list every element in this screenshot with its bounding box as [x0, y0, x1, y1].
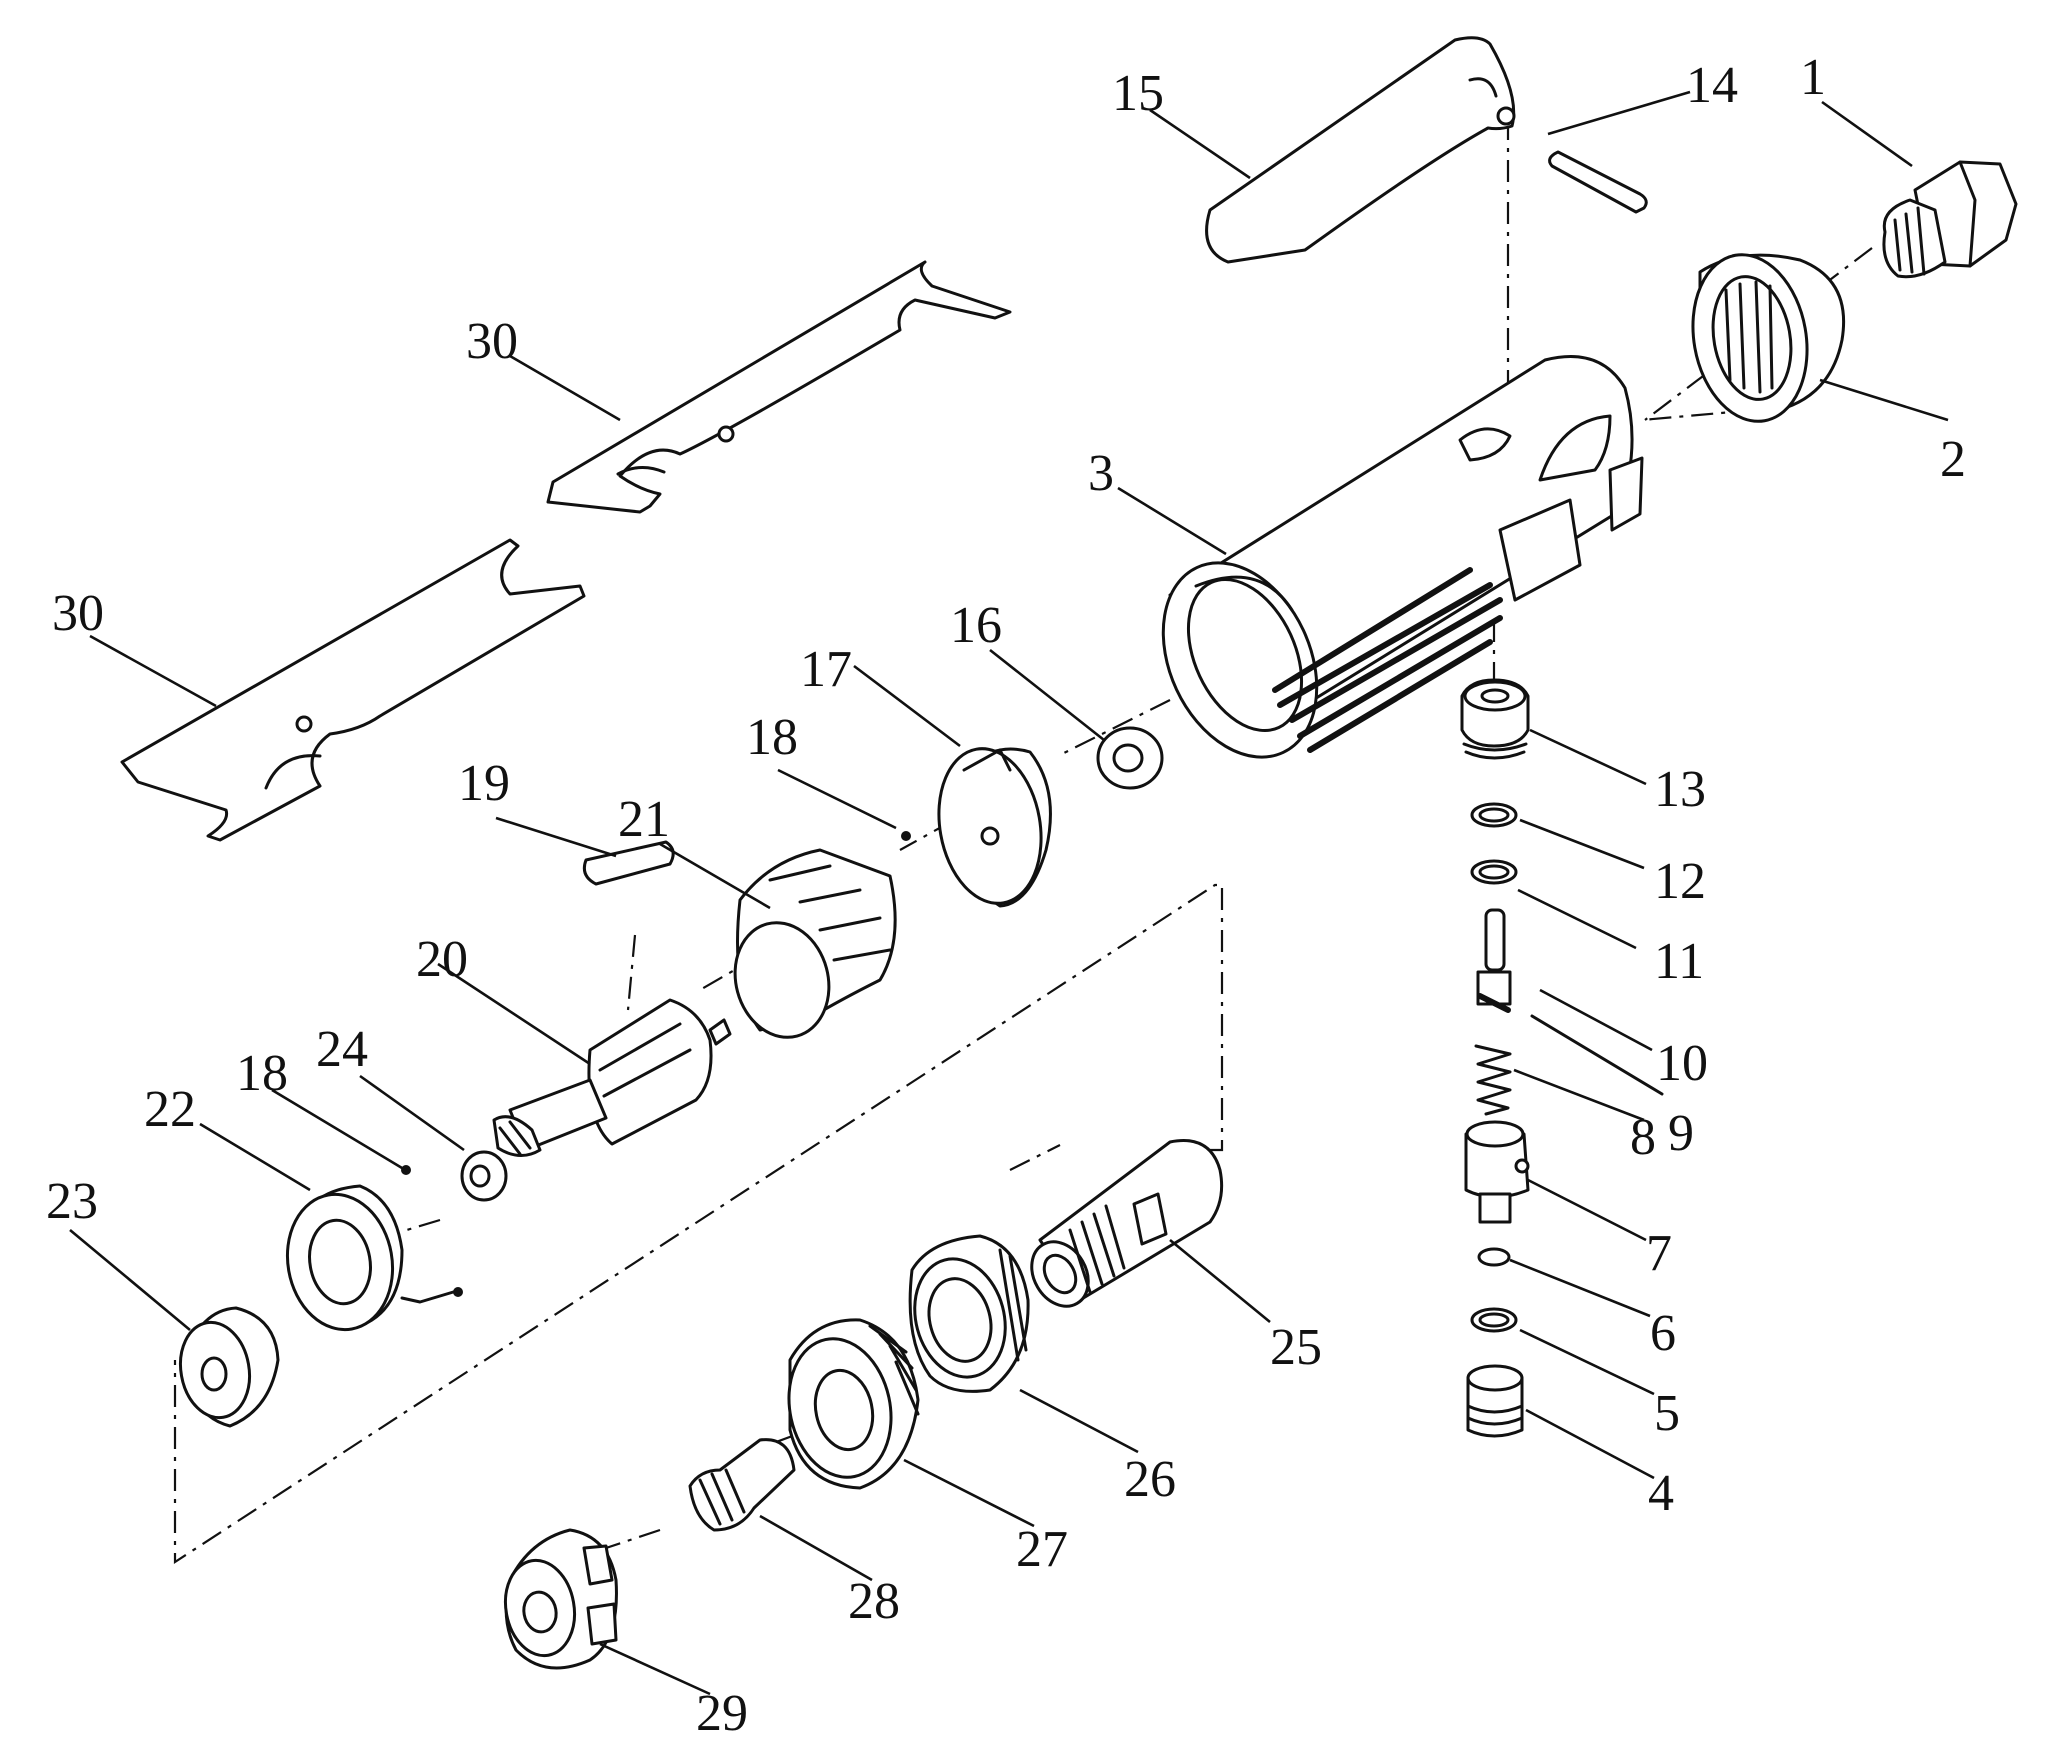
callout-label: 17 [800, 641, 852, 698]
part-17-cylinder [937, 747, 1052, 908]
part-18-dowel-pin [901, 831, 911, 841]
part-3-motor-housing [1161, 355, 1644, 759]
callout-label: 16 [950, 597, 1002, 654]
callout-label: 5 [1654, 1385, 1680, 1442]
part-21-rotor-cylinder [733, 848, 897, 1039]
callout-label: 28 [848, 1573, 900, 1630]
callout-label: 15 [1112, 65, 1164, 122]
callout-label: 29 [696, 1685, 748, 1740]
callout-label: 22 [144, 1081, 196, 1138]
callout-label: 23 [46, 1173, 98, 1230]
callout-label: 6 [1650, 1305, 1676, 1362]
part-11-o-ring [1470, 859, 1518, 885]
callout-label: 10 [1656, 1035, 1708, 1092]
part-9-pin [1530, 1014, 1664, 1096]
part-28-collet [688, 1438, 796, 1532]
callout-label: 7 [1646, 1225, 1672, 1282]
callout-label: 4 [1648, 1465, 1674, 1522]
part-20-rotor [492, 998, 732, 1157]
callout-label: 13 [1654, 761, 1706, 818]
part-22-end-plate [285, 1184, 462, 1332]
part-26-front-cover [908, 1234, 1030, 1393]
part-19-vane [582, 840, 675, 886]
part-18-dowel-pin-rear [401, 1165, 463, 1297]
callout-label: 18 [746, 709, 798, 766]
part-15-lever [1205, 36, 1516, 264]
callout-label: 30 [52, 585, 104, 642]
part-7-valve-bushing [1464, 1120, 1530, 1224]
callout-label: 21 [618, 791, 670, 848]
part-14-pin [1548, 150, 1648, 214]
callout-label: 26 [1124, 1451, 1176, 1508]
part-30-lower-wrench [120, 538, 586, 842]
part-30-upper-wrench [546, 260, 1012, 514]
leader-lines [69, 90, 1949, 1696]
part-13-valve-seat [1460, 678, 1530, 760]
part-29-collet-nut [503, 1528, 618, 1670]
callout-label: 1 [1800, 49, 1826, 106]
part-1-air-inlet-fitting [1882, 160, 2018, 279]
callout-label: 18 [236, 1045, 288, 1102]
callout-label: 25 [1270, 1319, 1322, 1376]
part-16-bearing [1096, 726, 1164, 790]
part-5-o-ring [1470, 1307, 1518, 1333]
callout-label: 12 [1654, 853, 1706, 910]
callout-label: 9 [1668, 1105, 1694, 1162]
part-25-spindle [1030, 1139, 1224, 1308]
callout-labels: 1 2 3 4 5 6 7 8 9 10 11 12 13 14 15 16 1… [46, 49, 1966, 1740]
callout-label: 27 [1016, 1521, 1068, 1578]
part-4-valve-plug [1466, 1364, 1524, 1438]
callout-label: 20 [416, 931, 468, 988]
callout-label: 3 [1088, 445, 1114, 502]
part-6-o-ring [1477, 1247, 1511, 1267]
callout-label: 11 [1654, 933, 1704, 990]
part-10-valve-stem [1476, 908, 1512, 1013]
callout-label: 24 [316, 1021, 368, 1078]
callout-label: 19 [458, 755, 510, 812]
callout-label: 14 [1686, 57, 1738, 114]
part-23-bearing [178, 1306, 280, 1428]
part-24-washer [460, 1150, 508, 1202]
callout-label: 30 [466, 313, 518, 370]
part-2-ring-nut [1691, 253, 1846, 423]
part-8-spring [1474, 1044, 1512, 1116]
part-27-lock-ring [787, 1318, 920, 1490]
callout-label: 8 [1630, 1109, 1656, 1166]
callout-label: 2 [1940, 431, 1966, 488]
part-12-o-ring [1470, 802, 1518, 828]
